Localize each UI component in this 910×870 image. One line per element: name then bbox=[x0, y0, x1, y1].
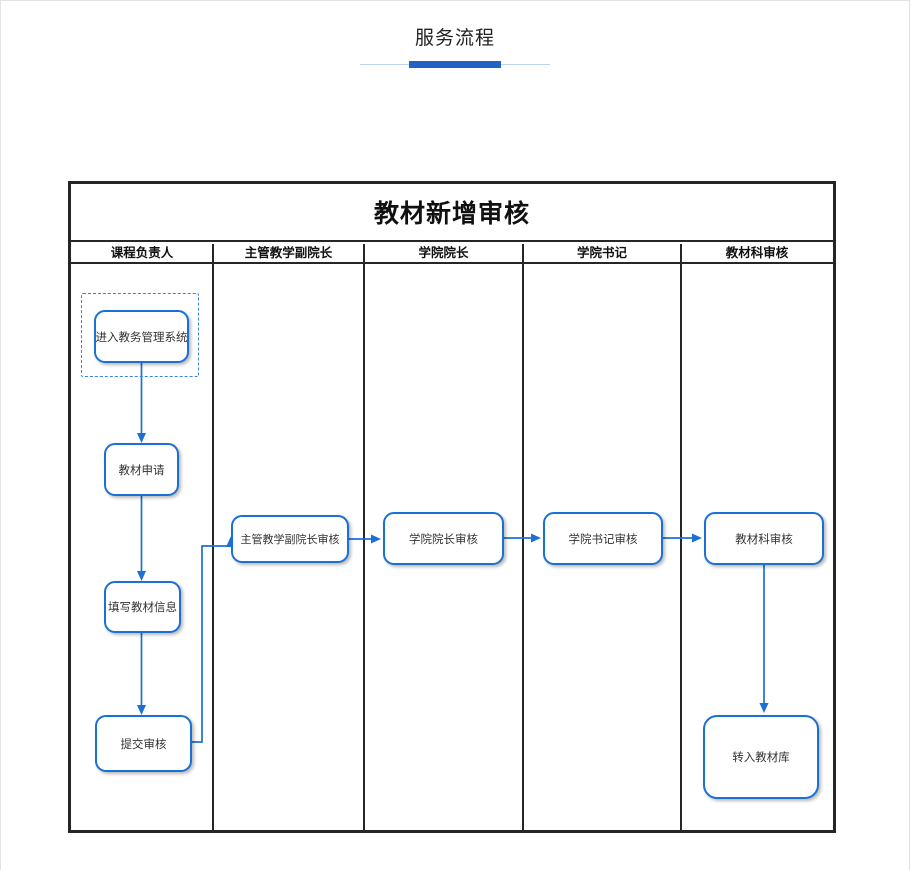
dashed-group-enter-system bbox=[81, 293, 199, 377]
node-secretary-review: 学院书记审核 bbox=[543, 512, 663, 565]
lane-divider-2 bbox=[363, 244, 365, 830]
node-to-library: 转入教材库 bbox=[703, 715, 819, 799]
underline-accent-bar bbox=[409, 61, 501, 68]
node-fill-info: 填写教材信息 bbox=[104, 581, 181, 633]
node-textbook-review: 教材科审核 bbox=[704, 512, 824, 565]
node-vice-dean-review: 主管教学副院长审核 bbox=[231, 515, 349, 563]
swimlane-diagram: 教材新增审核 课程负责人 主管教学副院长 学院院长 学院书记 教材科审核 bbox=[68, 181, 836, 833]
lane-divider-3 bbox=[522, 244, 524, 830]
node-apply: 教材申请 bbox=[104, 443, 179, 496]
lane-header-course-leader: 课程负责人 bbox=[110, 246, 174, 260]
node-enter-system: 进入教务管理系统 bbox=[94, 310, 189, 363]
lane-header-secretary: 学院书记 bbox=[576, 246, 627, 260]
lane-header-dean: 学院院长 bbox=[418, 246, 469, 260]
node-submit-review: 提交审核 bbox=[95, 715, 192, 772]
lane-header-vice-dean: 主管教学副院长 bbox=[244, 246, 333, 260]
title-underline bbox=[360, 61, 550, 68]
page-title: 服务流程 bbox=[414, 28, 495, 49]
lane-divider-4 bbox=[680, 244, 682, 830]
lane-header-textbook-dept: 教材科审核 bbox=[725, 246, 789, 260]
diagram-title-row: 教材新增审核 bbox=[71, 184, 833, 242]
diagram-title: 教材新增审核 bbox=[373, 200, 530, 228]
page-header: 服务流程 bbox=[1, 23, 909, 68]
lane-divider-1 bbox=[212, 244, 214, 830]
flow-arrows bbox=[137, 363, 769, 743]
node-dean-review: 学院院长审核 bbox=[383, 512, 504, 565]
lane-header-separator bbox=[71, 262, 833, 264]
